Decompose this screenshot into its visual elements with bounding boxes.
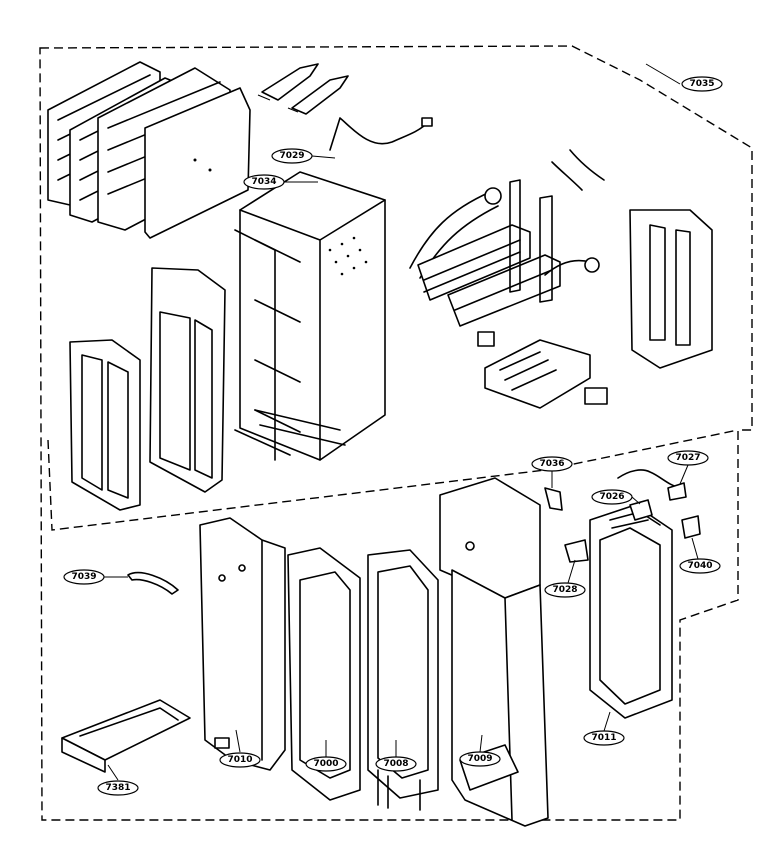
- label-7034: 7034: [243, 174, 318, 190]
- label-7039: 7039: [63, 569, 128, 585]
- label-7028-text: 7028: [552, 585, 577, 595]
- label-7008-text: 7008: [383, 759, 408, 769]
- tray-upper: [477, 331, 608, 409]
- bin-7011: [589, 504, 673, 719]
- wire-small-b: [569, 149, 605, 181]
- label-7035-text: 7035: [689, 79, 714, 89]
- assembly-boundary-inner: [47, 429, 739, 531]
- label-7008: 7008: [375, 740, 417, 772]
- inlet-frame: [69, 267, 226, 511]
- label-7009-text: 7009: [467, 754, 492, 764]
- label-7026: 7026: [591, 489, 641, 505]
- heater-tube-assembly: [409, 179, 600, 327]
- label-7011: 7011: [583, 711, 625, 746]
- label-7035: 7035: [645, 63, 723, 92]
- label-7010: 7010: [219, 729, 261, 768]
- label-7034-text: 7034: [251, 177, 276, 187]
- clip-7028: [564, 539, 589, 563]
- right-bracket: [629, 209, 713, 369]
- door-frame-7000: [287, 547, 361, 801]
- part-7026: [629, 499, 653, 521]
- fitting-7036: [544, 487, 563, 511]
- label-7029: 7029: [271, 148, 336, 164]
- label-7027-text: 7027: [675, 453, 700, 463]
- label-7011-text: 7011: [591, 733, 616, 743]
- label-7027: 7027: [667, 450, 709, 485]
- front-panel-7010: [199, 517, 286, 771]
- filter-panel-stack: [47, 61, 251, 239]
- label-7040: 7040: [679, 537, 721, 574]
- housing-7009: [439, 477, 549, 827]
- label-7010-text: 7010: [227, 755, 252, 765]
- window-frame-7008: [367, 549, 439, 811]
- label-7029-text: 7029: [279, 151, 304, 161]
- wire-small-a: [551, 161, 583, 191]
- label-7381-text: 7381: [105, 783, 130, 793]
- main-chassis: [234, 171, 386, 461]
- handle-7039: [127, 571, 179, 595]
- label-7028: 7028: [544, 559, 586, 598]
- part-7040: [681, 515, 701, 539]
- heater-element: [257, 63, 349, 115]
- label-7036: 7036: [531, 456, 573, 488]
- label-7000-text: 7000: [313, 759, 338, 769]
- label-7039-text: 7039: [71, 572, 96, 582]
- label-7381: 7381: [97, 764, 139, 796]
- label-7009: 7009: [459, 734, 501, 767]
- assembly-boundary-outer: [39, 45, 753, 821]
- label-7026-text: 7026: [599, 492, 624, 502]
- wire-harness-top: [329, 117, 427, 151]
- wire-7027: [617, 469, 681, 489]
- label-7040-text: 7040: [687, 561, 712, 571]
- label-7000: 7000: [305, 740, 347, 772]
- drip-tray-7381: [61, 699, 191, 773]
- label-7036-text: 7036: [539, 459, 564, 469]
